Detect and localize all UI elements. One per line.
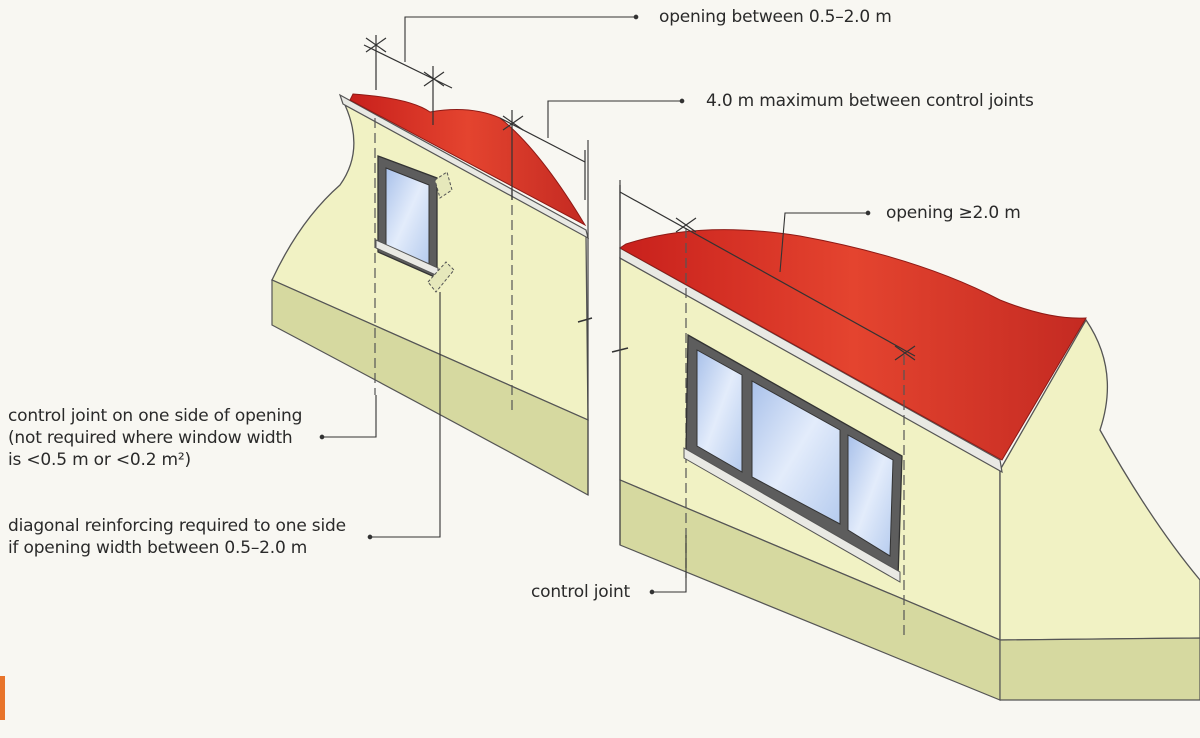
large-window — [683, 333, 903, 583]
label-control-joint: control joint — [531, 582, 631, 602]
leader-control-joint-one-side — [322, 395, 377, 438]
right-wall-section — [611, 228, 1200, 701]
diagonal-reinforcing-bottom — [427, 261, 455, 293]
leader-control-joint — [652, 535, 687, 593]
right-roof — [619, 229, 1087, 461]
leader-max-joints — [547, 100, 682, 138]
left-wall-base — [271, 279, 589, 497]
accent-bar — [0, 676, 5, 720]
small-window — [375, 155, 439, 279]
left-wall-section — [271, 93, 593, 497]
label-opening-small: opening between 0.5–2.0 m — [659, 7, 892, 27]
right-gable-base — [999, 637, 1200, 701]
left-roof — [349, 93, 587, 227]
leader-opening-small — [404, 16, 636, 62]
leader-opening-large — [779, 212, 868, 273]
label-diagonal-reinforcing: diagonal reinforcing required to one sid… — [8, 516, 346, 558]
label-opening-large: opening ≥2.0 m — [886, 203, 1021, 223]
right-gable-end — [999, 318, 1200, 641]
leader-diagonal-reinforcing — [370, 292, 441, 538]
diagonal-reinforcing-top — [434, 171, 453, 199]
label-max-between-joints: 4.0 m maximum between control joints — [706, 91, 1034, 111]
dimension-lines — [363, 35, 916, 361]
label-control-joint-one-side: control joint on one side of opening (no… — [8, 406, 303, 470]
leader-lines — [319, 14, 871, 595]
